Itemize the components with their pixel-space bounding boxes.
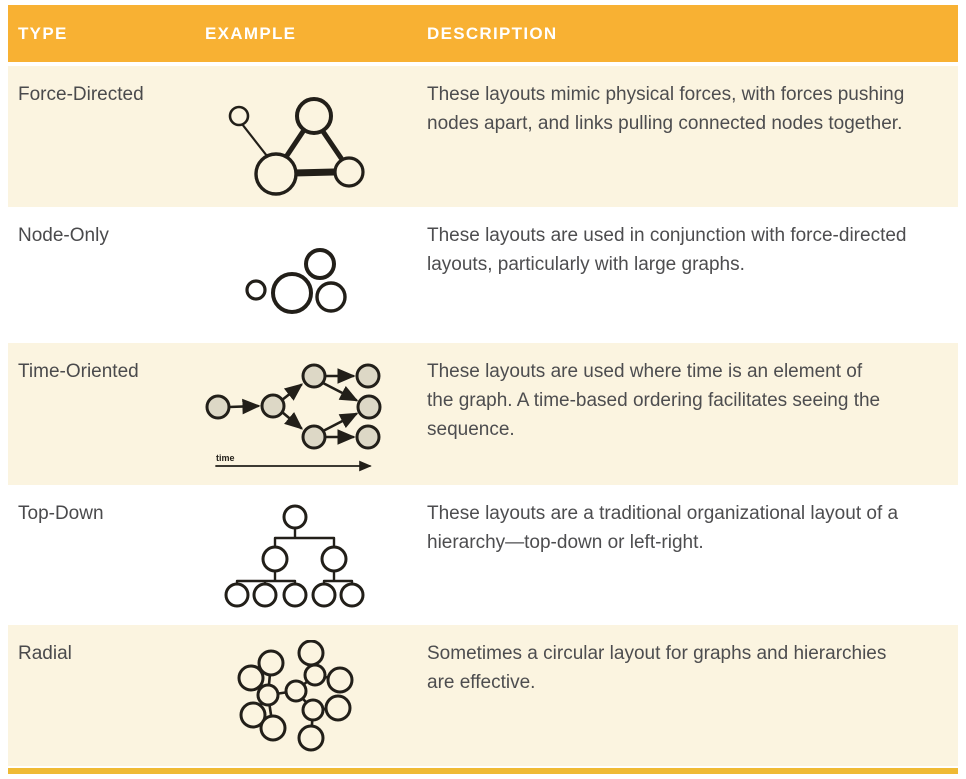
row-description: These layouts are a traditional organiza… (427, 503, 899, 553)
table-row-force-directed: Force-Directed These layouts mimic physi… (8, 66, 958, 207)
row-type-label: Radial (18, 643, 72, 664)
row-type-label: Force-Directed (18, 84, 144, 105)
table-row-radial: Radial (8, 625, 958, 766)
example-cell (195, 485, 427, 625)
table-header-row: TYPE EXAMPLE DESCRIPTION (8, 5, 958, 62)
row-type-label: Time-Oriented (18, 361, 139, 382)
example-cell (195, 625, 427, 766)
time-axis-label: time (216, 453, 235, 463)
header-description: DESCRIPTION (427, 23, 558, 43)
node-only-sketch-icon (245, 248, 347, 314)
table-row-node-only: Node-Only These layouts are used in conj… (8, 207, 958, 343)
top-down-sketch-icon (224, 504, 364, 608)
row-type-label: Node-Only (18, 225, 109, 246)
row-description: These layouts mimic physical forces, wit… (427, 84, 905, 134)
example-cell (195, 66, 427, 207)
header-example: EXAMPLE (205, 23, 297, 43)
layout-types-table: TYPE EXAMPLE DESCRIPTION Force-Directed … (8, 5, 958, 774)
row-description: These layouts are used in conjunction wi… (427, 225, 907, 275)
row-description: These layouts are used where time is an … (427, 361, 881, 440)
table-row-time-oriented: Time-Oriented (8, 343, 958, 485)
force-directed-sketch-icon (228, 96, 365, 196)
example-cell (195, 207, 427, 343)
table-row-top-down: Top-Down These layouts are a traditional… (8, 485, 958, 625)
example-cell: time (195, 343, 427, 485)
row-description: Sometimes a circular layout for graphs a… (427, 643, 887, 693)
row-type-label: Top-Down (18, 503, 104, 524)
radial-sketch-icon (237, 639, 354, 751)
table-bottom-rule (8, 768, 958, 774)
header-type: TYPE (18, 23, 68, 43)
time-oriented-sketch-icon: time (205, 363, 381, 471)
